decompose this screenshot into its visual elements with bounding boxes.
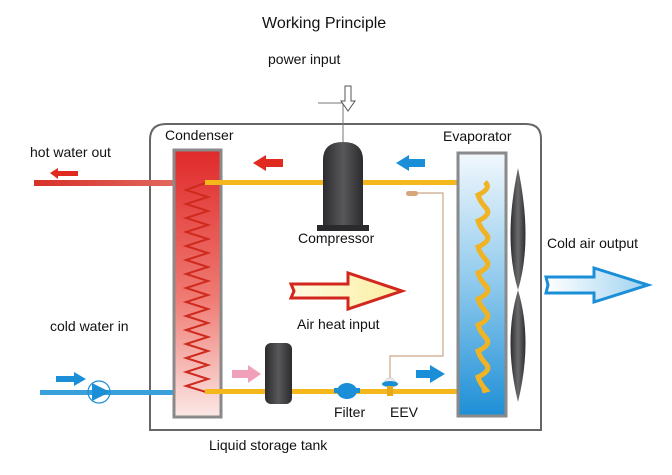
air-heat-input-arrow — [288, 270, 407, 312]
fan-blade-top — [510, 168, 526, 290]
arrow-refrigerant-to-compressor — [396, 155, 425, 171]
condenser-label: Condenser — [165, 127, 234, 143]
evaporator-coil — [474, 180, 491, 394]
hot-water-pipe — [34, 180, 174, 186]
capillary-tube — [389, 192, 444, 378]
arrow-refrigerant-to-evaporator — [416, 365, 445, 383]
arrow-cold-water-in — [56, 372, 86, 386]
cold-air-output-arrow — [544, 265, 653, 305]
compressor-base — [317, 225, 369, 231]
air-heat-input-label: Air heat input — [297, 316, 380, 332]
temperature-sensor — [406, 191, 418, 196]
diagram-title: Working Principle — [262, 15, 387, 32]
arrow-hot-water-out — [50, 168, 78, 179]
compressor-label: Compressor — [298, 230, 375, 246]
evaporator-label: Evaporator — [443, 128, 512, 144]
hot-water-out-label: hot water out — [30, 144, 111, 160]
eev-label: EEV — [390, 404, 419, 420]
unit-housing — [149, 123, 542, 431]
filter-label: Filter — [334, 404, 366, 420]
liquid-storage-tank-label: Liquid storage tank — [209, 437, 328, 453]
arrow-refrigerant-to-condenser — [253, 155, 283, 171]
liquid-storage-tank — [265, 343, 292, 404]
compressor — [323, 142, 363, 228]
cold-air-output-label: Cold air output — [547, 235, 639, 251]
power-input-arrow — [340, 85, 356, 112]
cold-water-in-label: cold water in — [50, 318, 129, 334]
fan-blade-bottom — [510, 290, 526, 402]
power-input-label: power input — [268, 51, 341, 67]
condenser-coil — [182, 182, 212, 393]
arrow-refrigerant-to-tank — [232, 365, 261, 383]
